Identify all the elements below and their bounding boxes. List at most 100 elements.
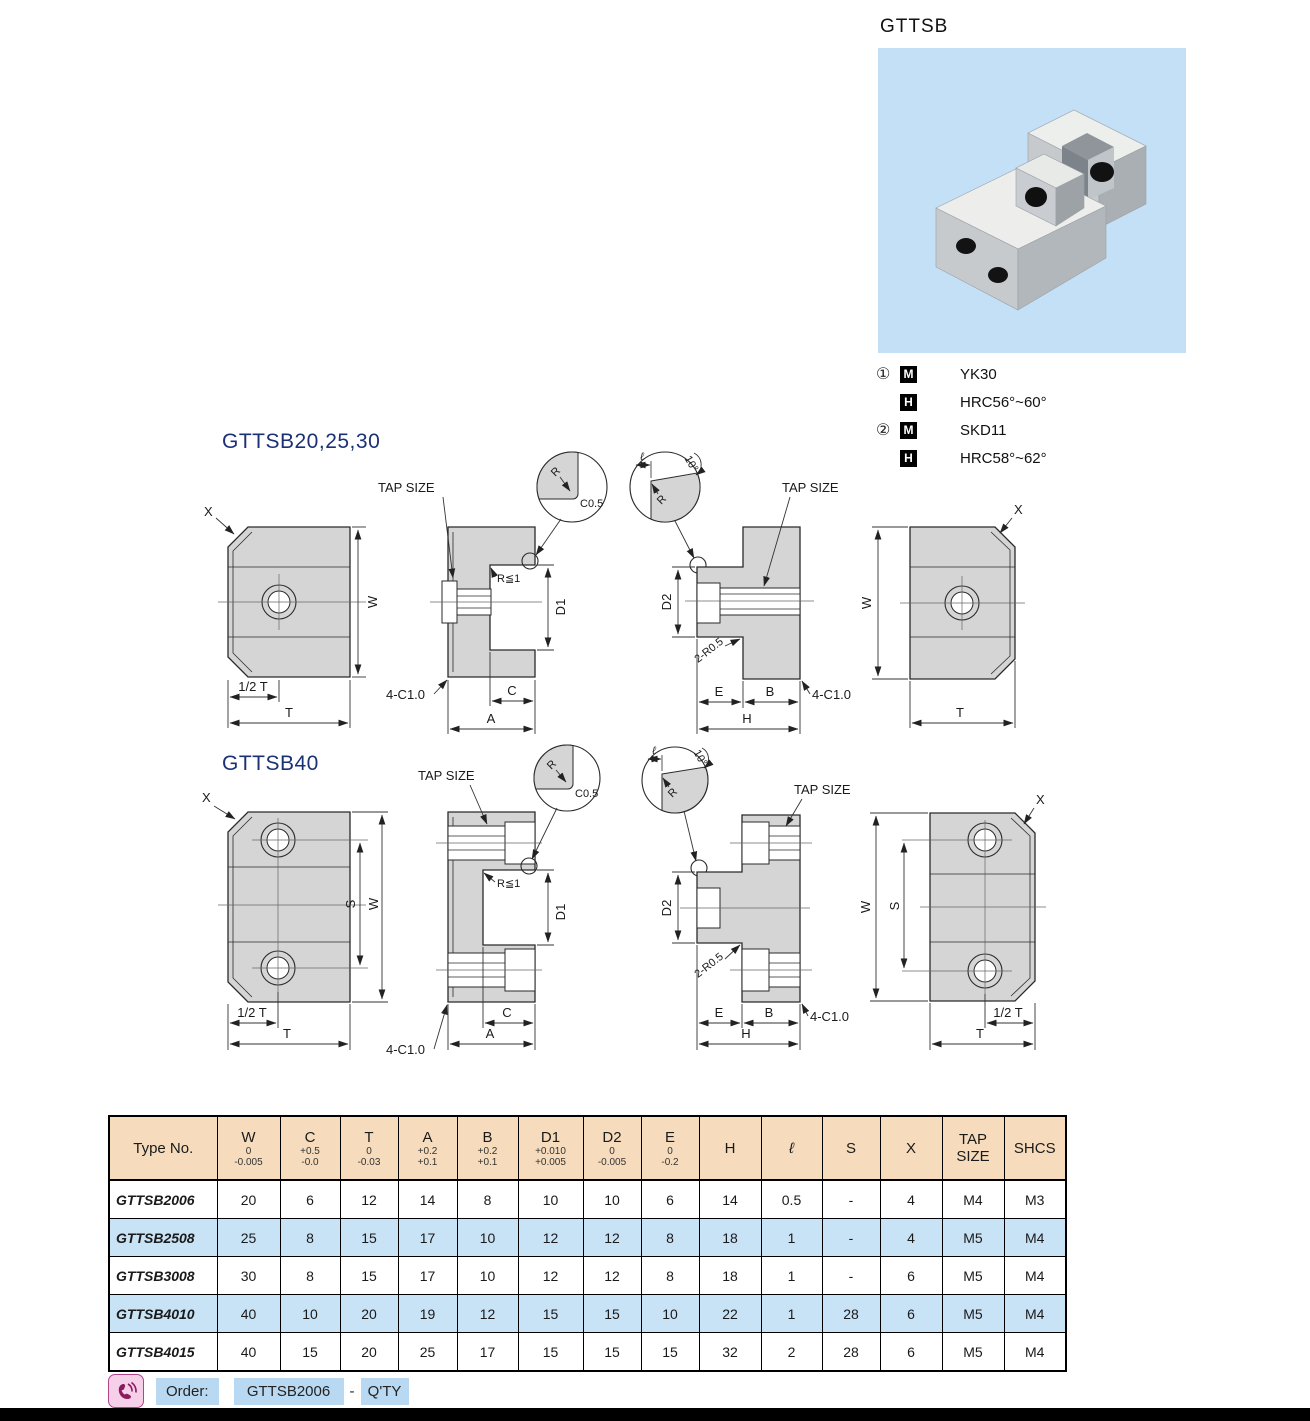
product-3d-render — [935, 109, 1147, 311]
tongue-block — [1015, 153, 1085, 227]
cell: 40 — [216, 1294, 281, 1333]
cell: M5 — [941, 1218, 1005, 1257]
hole — [1025, 187, 1047, 207]
cell: 19 — [397, 1294, 458, 1333]
front-view: S W 1/2 T T X — [202, 790, 388, 1050]
tap-size-label: TAP SIZE — [794, 782, 851, 797]
back-view: W T X — [859, 502, 1025, 728]
spec-value: HRC58°~62° — [960, 449, 1047, 467]
dim-label-w: W — [858, 900, 873, 913]
cell: 10 — [456, 1218, 519, 1257]
chamfer-label-x: X — [1036, 792, 1045, 807]
fillet-note: 2-R0.5 — [692, 951, 725, 981]
dim-label-b: B — [765, 1005, 774, 1020]
cell: 4 — [879, 1179, 943, 1219]
tap-size-label: TAP SIZE — [782, 480, 839, 495]
dim-label-d2: D2 — [659, 900, 674, 917]
dim-label-d1: D1 — [553, 599, 568, 616]
spec-value: HRC56°~60° — [960, 393, 1047, 411]
fillet-note: 2-R0.5 — [692, 636, 725, 666]
detail-circle-relief: ℓ 10° R — [629, 451, 707, 574]
dim-label-c: C — [502, 1005, 511, 1020]
chamfer-label-x: X — [204, 504, 213, 519]
dim-label-h: H — [741, 1026, 750, 1041]
cell: M4 — [941, 1179, 1005, 1219]
type-no: GTTSB4010 — [108, 1294, 218, 1333]
material-specs: ① M YK30 H HRC56°~60° ② M SKD11 H HRC58°… — [876, 360, 1047, 472]
hardness-icon: H — [900, 393, 917, 411]
dim-label-d1: D1 — [553, 904, 568, 921]
cell: 10 — [582, 1179, 642, 1219]
col-header-type: Type No. — [108, 1115, 218, 1181]
cell: 12 — [517, 1218, 584, 1257]
cell: 14 — [397, 1179, 458, 1219]
dim-label-w: W — [366, 897, 381, 910]
cell: 12 — [582, 1256, 642, 1295]
drawing-gttsb20-25-30: W 1/2 T T X TAP SIZE R≦1 — [204, 451, 1025, 734]
cell: 8 — [640, 1218, 700, 1257]
tap-size-label: TAP SIZE — [378, 480, 435, 495]
radius-label: R — [549, 465, 563, 479]
cell: 15 — [582, 1294, 642, 1333]
spec-number: ② — [876, 422, 891, 439]
type-no: GTTSB3008 — [108, 1256, 218, 1295]
dim-label-e: E — [715, 684, 724, 699]
cell: 10 — [640, 1294, 700, 1333]
cell: M4 — [1003, 1332, 1067, 1372]
cell: M5 — [941, 1256, 1005, 1295]
section-title-gttsb20-25-30: GTTSB20,25,30 — [222, 430, 381, 453]
cell: 6 — [640, 1179, 700, 1219]
cell: 12 — [339, 1179, 399, 1219]
cell: - — [821, 1218, 881, 1257]
cell: 17 — [397, 1218, 458, 1257]
spec-value: YK30 — [960, 365, 997, 383]
product-photo — [878, 48, 1186, 353]
dim-label-half-t: 1/2 T — [237, 1005, 266, 1020]
cell: 18 — [698, 1218, 762, 1257]
cell: 6 — [879, 1332, 943, 1372]
spec-row: ① M YK30 — [876, 360, 1047, 388]
spec-row: H HRC58°~62° — [876, 444, 1047, 472]
chamfer-size-label: C0.5 — [580, 498, 603, 510]
chamfer-note: 4-C1.0 — [810, 1009, 849, 1024]
radius-label: R — [545, 758, 559, 772]
cell: 25 — [216, 1218, 281, 1257]
dim-label-s: S — [343, 899, 358, 908]
cell: 12 — [582, 1218, 642, 1257]
dim-label-half-t: 1/2 T — [993, 1005, 1022, 1020]
spec-row: ② M SKD11 — [876, 416, 1047, 444]
col-header-h: H — [698, 1115, 762, 1181]
hardness-icon: H — [900, 449, 917, 467]
cell: 1 — [760, 1294, 823, 1333]
cell: M5 — [941, 1294, 1005, 1333]
cell: 8 — [640, 1256, 700, 1295]
type-no: GTTSB2006 — [108, 1179, 218, 1219]
dim-label-half-t: 1/2 T — [238, 679, 267, 694]
drawing-gttsb40: S W 1/2 T T X — [202, 744, 1046, 1057]
chamfer-label-x: X — [1014, 502, 1023, 517]
land-length-label: ℓ — [639, 451, 644, 463]
cell: M4 — [1003, 1256, 1067, 1295]
dim-label-h: H — [742, 711, 751, 726]
cell: 20 — [216, 1179, 281, 1219]
order-label: Order: — [156, 1377, 219, 1405]
cell: 4 — [879, 1218, 943, 1257]
dim-label-w: W — [365, 595, 380, 608]
cell: 10 — [517, 1179, 584, 1219]
cell: 1 — [760, 1218, 823, 1257]
cell: 8 — [456, 1179, 519, 1219]
side-section-view-mirrored: TAP SIZE D2 2-R0.5 E B H 4-C1.0 — [659, 480, 851, 734]
cell: 10 — [279, 1294, 341, 1333]
type-no: GTTSB2508 — [108, 1218, 218, 1257]
order-bar: Order: GTTSB2006 - Q'TY — [108, 1374, 409, 1408]
spec-number: ① — [876, 366, 891, 383]
col-header-tap-size: TAP SIZE — [941, 1115, 1005, 1181]
dim-label-s: S — [887, 901, 902, 910]
